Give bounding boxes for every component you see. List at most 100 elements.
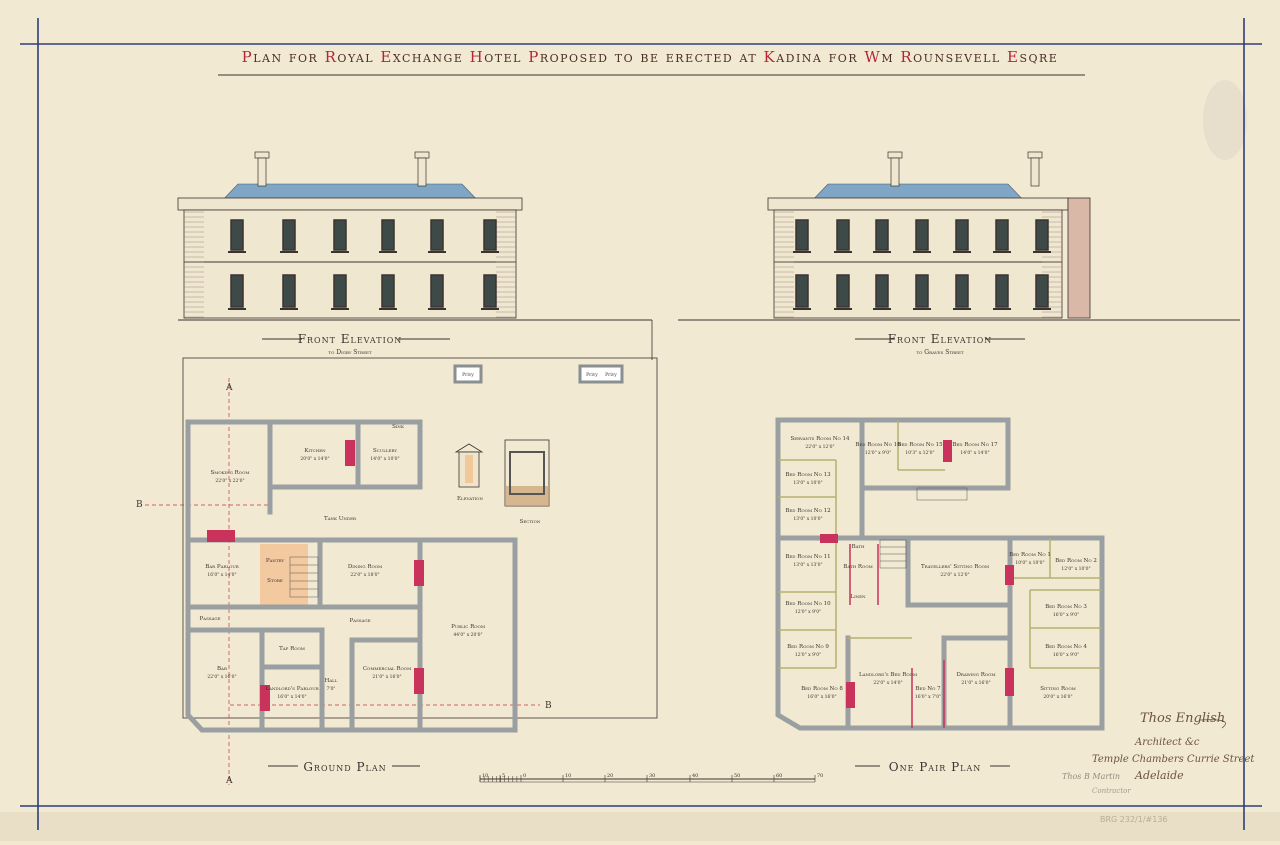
window-sill (793, 251, 811, 253)
fireplaces (820, 440, 1014, 708)
room-name: Public Room (451, 624, 485, 630)
scale-label: 20 (607, 773, 613, 779)
title-initial: P (241, 48, 254, 66)
chimney-cap (414, 151, 430, 159)
signature-line: Adelaide (1134, 769, 1184, 782)
title-word: Rounsevell (900, 48, 1001, 66)
room-size: 13'0" x 13'0" (793, 562, 822, 568)
contractor-line: Thos B Martin (1062, 772, 1120, 781)
room-name: Bed Room No 12 (785, 508, 830, 514)
title-initial: K (763, 48, 777, 66)
room-size: 16'0" x 14'0" (207, 572, 236, 578)
room-name: Bed Room No 17 (952, 442, 998, 448)
privy (453, 364, 483, 384)
scale-label: 0 (523, 773, 526, 779)
section-mark: A (225, 776, 233, 786)
title-initial: R (324, 48, 338, 66)
room-size: 12'0" x 9'0" (865, 450, 891, 456)
window (955, 219, 969, 251)
window (795, 274, 809, 308)
window (430, 274, 444, 308)
room-name: Bar (217, 666, 228, 672)
room-size: 22'0" x 16'0" (207, 674, 236, 680)
privy-label: Privy (586, 372, 598, 378)
window-sill (428, 308, 446, 310)
window-sill (481, 308, 499, 310)
window-sill (280, 251, 298, 253)
room-name: Dining Room (348, 564, 382, 570)
room-size: 16'0" x 9'0" (1053, 612, 1079, 618)
room-name: Sitting Room (1040, 686, 1076, 692)
signature-line: Architect &c (1134, 737, 1200, 748)
room-name: Sink (392, 424, 405, 430)
detail-section-label: Section (520, 519, 541, 525)
title-initial: E (380, 48, 393, 66)
room-size: 22'0" x 12'0" (805, 444, 834, 450)
front-elevation-graves-street (767, 151, 1091, 319)
room-size: 12'0" x 9'0" (795, 609, 821, 615)
window (282, 274, 296, 308)
privy-label: Privy (605, 372, 617, 378)
partitions (778, 420, 1102, 669)
privy-label: Privy (462, 372, 474, 378)
room-name: Tank Under (324, 516, 357, 522)
window (875, 274, 889, 308)
architect-signature: Thos English Architect &c Temple Chamber… (1062, 711, 1255, 795)
room-name: Bed Room No 10 (785, 601, 831, 607)
title-word: for (288, 48, 319, 66)
room-size: 21'0" x 16'0" (372, 674, 401, 680)
scale-label: 70 (817, 773, 823, 779)
title-word: Exchange (380, 48, 464, 66)
contractor-line: Contractor (1092, 787, 1131, 795)
window-sill (331, 251, 349, 253)
room-size: 22'0" x 18'0" (350, 572, 379, 578)
title-word: Esqre (1007, 48, 1059, 66)
room-name: Bed Room No 15 (897, 442, 943, 448)
window-sill (379, 308, 397, 310)
title-word: Hotel (469, 48, 522, 66)
window-sill (993, 308, 1011, 310)
room-name: Landlord's Parlour (265, 686, 319, 692)
window-sill (953, 251, 971, 253)
paper-margin (0, 812, 1280, 841)
side-wing (1067, 197, 1091, 319)
room-name: Bed Room No 9 (787, 644, 829, 650)
scale-label: 60 (776, 773, 782, 779)
room-name: Drawing Room (956, 672, 995, 678)
fireplaces (207, 440, 424, 711)
window (1035, 274, 1049, 308)
room-name: Landlord's Bed Room (859, 672, 917, 678)
staircase (289, 556, 319, 598)
room-size: 12'0" x 10'0" (1061, 566, 1090, 572)
section-detail: Elevation Section (454, 439, 550, 525)
scale-label: 5 (502, 773, 505, 779)
window-sill (331, 308, 349, 310)
room-name: Bed Room No 8 (801, 686, 843, 692)
chimney-cap (254, 151, 270, 159)
room-size: 21'0" x 16'0" (961, 680, 990, 686)
ground-plan: Privy Privy Privy Elevation Section B B … (136, 357, 658, 786)
elevation-label-2: Front Elevation to Graves Street (855, 332, 1025, 356)
ground-plan-title: Ground Plan (268, 760, 420, 774)
room-name: Bed Room No 16 (855, 442, 901, 448)
front-elevation-digby-street (177, 151, 523, 319)
title-word: at (739, 48, 758, 66)
window (483, 274, 497, 308)
room-size: 44'0" x 20'0" (453, 632, 482, 638)
room-name: Bed Room No 3 (1045, 604, 1087, 610)
chimney-cap (1027, 151, 1043, 159)
room-size: 22'0" x 12'0" (940, 572, 969, 578)
ground-plan-walls (185, 419, 518, 733)
window (381, 274, 395, 308)
window-sill (280, 308, 298, 310)
title-word: Proposed (528, 48, 609, 66)
room-name: Commercial Room (363, 666, 411, 672)
window-sill (1033, 308, 1051, 310)
window-sill (228, 308, 246, 310)
scale-label: 10 (482, 773, 488, 779)
room-name: Bed Room No 4 (1045, 644, 1087, 650)
room-size: 22'0" x 14'0" (873, 680, 902, 686)
window (230, 274, 244, 308)
